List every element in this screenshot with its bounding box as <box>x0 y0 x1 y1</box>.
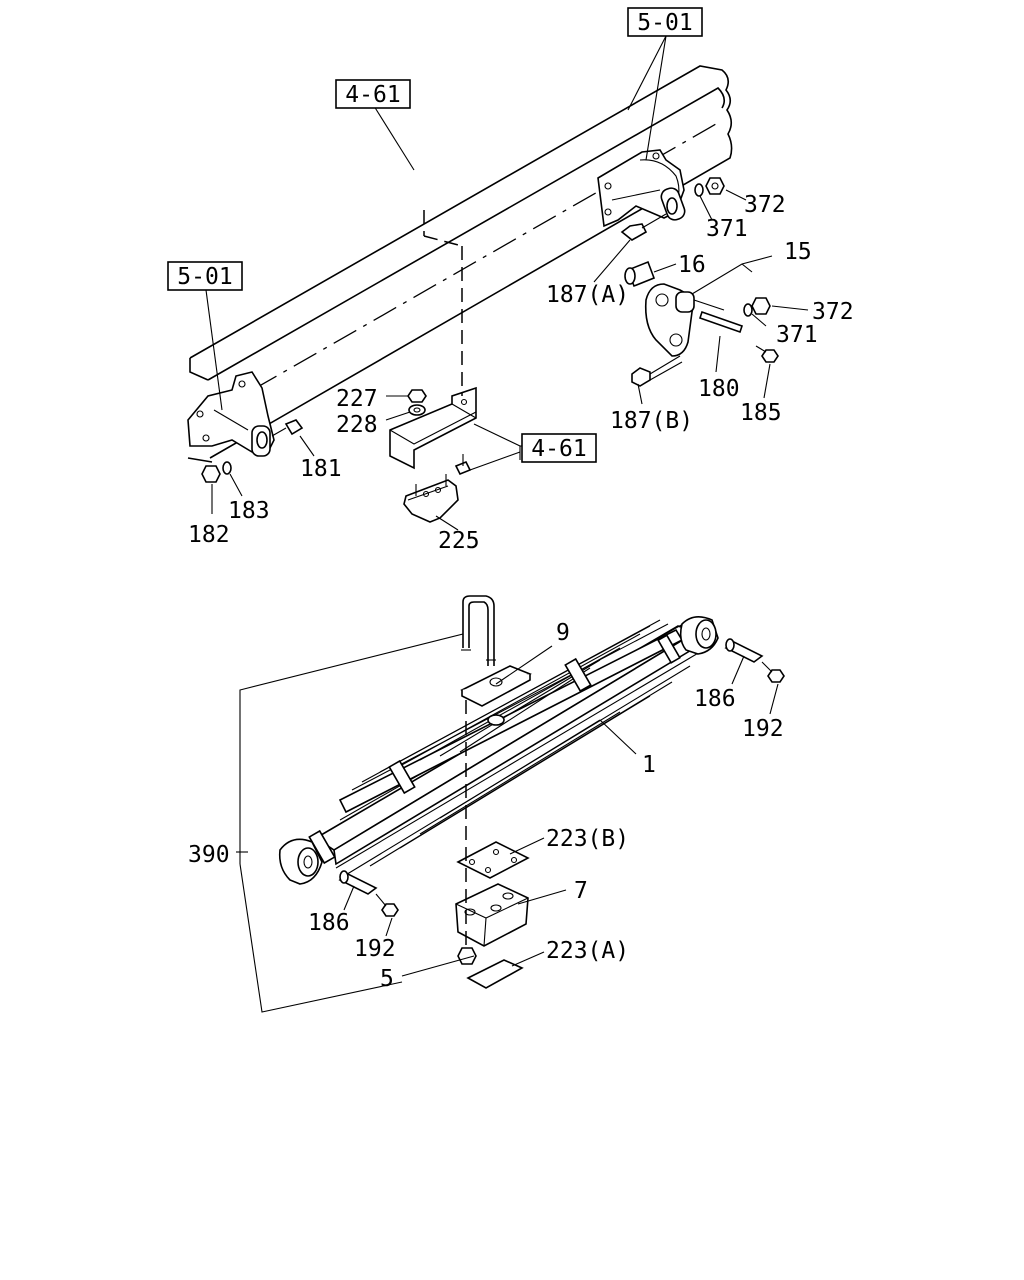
ref-box-frame-top[interactable]: 5-01 <box>627 7 703 37</box>
label-372-lower: 372 <box>812 299 854 325</box>
rubber-stopper-225-icon <box>403 474 459 523</box>
label-1: 1 <box>642 752 656 778</box>
ref-frame-left-label: 5-01 <box>177 264 232 290</box>
nipple-192-left-icon <box>375 893 399 917</box>
label-186-left: 186 <box>308 910 350 936</box>
part-labels: 372 371 15 16 187(A) 372 371 180 185 187… <box>188 192 854 992</box>
leader-lines <box>205 35 809 1013</box>
label-371-upper: 371 <box>706 216 748 242</box>
pin-186-right-icon <box>724 638 764 663</box>
label-223a: 223(A) <box>546 938 629 964</box>
label-187a: 187(A) <box>546 282 629 308</box>
stopper-bracket <box>389 386 477 470</box>
label-180: 180 <box>698 376 740 402</box>
bolt-181-icon <box>271 419 304 437</box>
spring-seat-7-icon <box>455 883 529 947</box>
label-372-upper: 372 <box>744 192 786 218</box>
label-5: 5 <box>380 966 394 992</box>
label-16: 16 <box>678 252 706 278</box>
label-9: 9 <box>556 620 570 646</box>
washer-228-icon <box>408 404 426 416</box>
label-183: 183 <box>228 498 270 524</box>
ref-box-bracket-mid[interactable]: 4-61 <box>521 433 597 463</box>
label-390: 390 <box>188 842 230 868</box>
washer-183-icon <box>222 461 232 475</box>
nut-372-lower-icon <box>751 297 771 315</box>
label-182: 182 <box>188 522 230 548</box>
u-bolt-icon <box>461 595 496 666</box>
label-192-left: 192 <box>354 936 396 962</box>
label-187b: 187(B) <box>610 408 693 434</box>
rear-hanger-bracket <box>187 371 275 457</box>
front-hanger-bracket <box>597 149 686 228</box>
nipple-192-right-icon <box>761 661 785 683</box>
nut-182-icon <box>201 465 221 483</box>
spring-pad-9-icon <box>460 665 532 707</box>
grease-nipple-185-icon <box>755 345 779 363</box>
label-225: 225 <box>438 528 480 554</box>
plate-223a-icon <box>466 959 524 989</box>
label-7: 7 <box>574 878 588 904</box>
ref-box-bracket-top[interactable]: 4-61 <box>335 79 411 109</box>
ref-bracket-mid-label: 4-61 <box>531 436 586 462</box>
label-186-right: 186 <box>694 686 736 712</box>
label-223b: 223(B) <box>546 826 629 852</box>
nut-372-upper-icon <box>705 177 725 195</box>
nut-5-icon <box>457 947 477 965</box>
nut-227-icon <box>407 389 427 403</box>
label-181: 181 <box>300 456 342 482</box>
shackle-assembly <box>624 260 744 357</box>
washer-371-upper-icon <box>694 183 704 197</box>
ref-frame-top-label: 5-01 <box>637 10 692 36</box>
label-228: 228 <box>336 412 378 438</box>
label-185: 185 <box>740 400 782 426</box>
ref-bracket-top-label: 4-61 <box>345 82 400 108</box>
label-371-lower: 371 <box>776 322 818 348</box>
label-227: 227 <box>336 386 378 412</box>
pin-186-left-icon <box>338 870 378 895</box>
bolt-187a-icon <box>620 213 667 241</box>
ref-box-frame-left[interactable]: 5-01 <box>167 261 243 291</box>
plate-223b-icon <box>456 841 530 879</box>
washer-371-lower-icon <box>743 303 753 317</box>
label-192-right: 192 <box>742 716 784 742</box>
leaf-spring-1-icon <box>278 616 719 885</box>
bolts-4-61-icon <box>454 454 472 476</box>
label-15: 15 <box>784 239 812 265</box>
bolt-187b-icon <box>631 355 683 387</box>
